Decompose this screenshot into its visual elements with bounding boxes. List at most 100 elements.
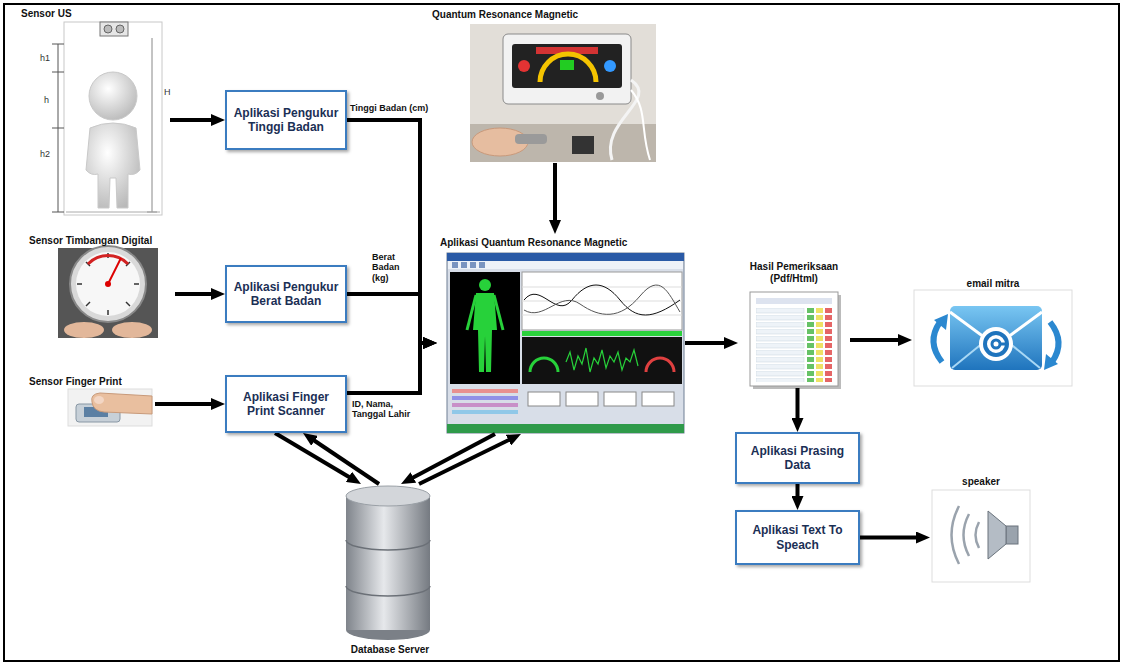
figure-heading: Sensor Timbangan Digital	[29, 235, 175, 247]
qrm-device-photo-part	[518, 60, 530, 72]
qrm-device-photo-part	[470, 24, 656, 162]
qrm-software-screenshot-part	[448, 261, 683, 269]
height-sensor-figure-part	[66, 212, 160, 213]
email-icon-part	[985, 333, 1007, 355]
email-icon	[914, 290, 1072, 386]
report-document-icon-part	[750, 292, 838, 386]
flow-arrow	[685, 341, 729, 345]
database-cylinder-part	[346, 486, 430, 506]
qrm-software-screenshot-part	[470, 262, 476, 268]
qrm-software-screenshot-part	[524, 285, 680, 315]
qrm-device-photo-part	[610, 80, 639, 160]
dimension-label: h2	[40, 150, 50, 159]
flow-arrow	[796, 484, 800, 501]
qrm-software-screenshot-part	[522, 315, 682, 316]
figure-heading: Hasil Pemeriksaan (Pdf/Html)	[738, 261, 850, 285]
flow-arrow	[347, 120, 428, 343]
database-cylinder	[346, 486, 430, 640]
qrm-software-screenshot-part	[522, 331, 682, 336]
application-box: Aplikasi Pengukur Tinggi Badan	[225, 90, 347, 150]
qrm-software-screenshot-part	[646, 358, 674, 372]
weighing-scale-photo-part	[77, 283, 82, 285]
database-cylinder-part	[346, 496, 430, 630]
fingerprint-scanner-photo-part	[92, 393, 152, 414]
edge-label: ID, Nama, Tanggal Lahir	[352, 399, 414, 420]
flow-arrow	[347, 343, 428, 393]
qrm-software-screenshot-part	[447, 253, 684, 433]
device-figure: speaker	[930, 475, 1032, 584]
qrm-software-screenshot-part	[566, 392, 598, 406]
figure-heading: Aplikasi Quantum Resonance Magnetic	[440, 237, 685, 249]
flow-arrow	[860, 536, 921, 540]
email-icon-part	[992, 340, 1000, 348]
qrm-software-screenshot-part	[450, 272, 520, 384]
figure-heading: email mitra	[912, 278, 1074, 290]
qrm-software-screenshot-part	[524, 285, 680, 314]
qrm-device-photo-part	[631, 90, 650, 160]
qrm-software-screenshot-part	[604, 392, 636, 406]
flow-arrow	[347, 294, 428, 343]
qrm-device-photo-part	[512, 44, 622, 88]
weighing-scale-photo-part	[105, 281, 111, 287]
qrm-software-screenshot-part	[479, 279, 491, 291]
qrm-software-screenshot-part	[522, 301, 682, 302]
device-figure: Sensor Timbangan Digital	[25, 233, 175, 337]
email-icon-part	[979, 327, 1013, 361]
report-document-icon-part	[753, 295, 841, 389]
flow-arrow	[850, 338, 903, 342]
email-icon-part	[933, 322, 942, 362]
device-figure: Quantum Resonance Magnetic	[428, 6, 660, 163]
figure-heading: Quantum Resonance Magnetic	[432, 9, 660, 21]
database-cylinder-part	[346, 540, 430, 550]
speaker-icon-part	[952, 506, 960, 564]
flow-arrow	[553, 163, 557, 225]
report-document-icon-part	[756, 298, 832, 304]
flow-arrow	[155, 402, 216, 406]
weighing-scale-photo-part	[112, 322, 152, 338]
device-figure: Sensor Finger Print	[25, 373, 155, 428]
height-sensor-figure-part	[52, 212, 64, 213]
qrm-software-screenshot-part	[642, 392, 674, 406]
device-figure: Aplikasi Quantum Resonance Magnetic	[437, 234, 685, 434]
weighing-scale-photo-part	[88, 256, 128, 264]
report-document-icon-part	[756, 308, 832, 382]
height-sensor-figure-part	[52, 72, 64, 73]
box-label: Aplikasi Prasing Data	[743, 444, 852, 473]
weighing-scale-photo-part	[126, 302, 130, 306]
qrm-software-screenshot-part	[447, 424, 684, 433]
flow-arrow	[310, 438, 379, 484]
qrm-software-screenshot-part	[494, 295, 503, 330]
qrm-software-screenshot-part	[452, 403, 518, 407]
qrm-software-screenshot-part	[528, 392, 560, 406]
qrm-software-screenshot-part	[479, 262, 485, 268]
weighing-scale-photo-part	[134, 283, 139, 285]
height-sensor-figure-part	[64, 22, 162, 215]
qrm-device-photo-part	[596, 92, 604, 100]
flow-arrow	[175, 292, 216, 296]
figure-heading: Database Server	[335, 644, 445, 656]
fingerprint-scanner-photo-part	[94, 396, 104, 404]
flow-arrow	[419, 438, 513, 484]
qrm-device-photo-part	[604, 60, 616, 72]
qrm-device-photo-part	[503, 34, 631, 104]
fingerprint-scanner-photo-part	[68, 389, 152, 426]
device-figure: Sensor US	[15, 3, 170, 217]
application-box: Aplikasi Pengukur Berat Badan	[225, 265, 347, 323]
email-icon-part	[1050, 322, 1059, 362]
height-sensor-figure-part	[104, 25, 112, 33]
speaker-icon-part	[964, 514, 970, 556]
qrm-device-photo-part	[572, 136, 594, 154]
edge-label: Tinggi Badan (cm)	[350, 103, 442, 113]
qrm-software-screenshot-part	[473, 293, 497, 372]
qrm-device-photo-part	[560, 60, 574, 70]
qrm-device-photo-part	[470, 24, 656, 124]
email-icon-part	[1000, 343, 1007, 346]
fingerprint-scanner-photo	[68, 389, 152, 426]
database-cylinder-part	[346, 586, 430, 596]
qrm-device-photo-part	[515, 134, 547, 144]
weighing-scale-photo-part	[64, 322, 104, 338]
email-icon-part	[934, 314, 948, 330]
figure-heading: Sensor Finger Print	[29, 376, 155, 388]
